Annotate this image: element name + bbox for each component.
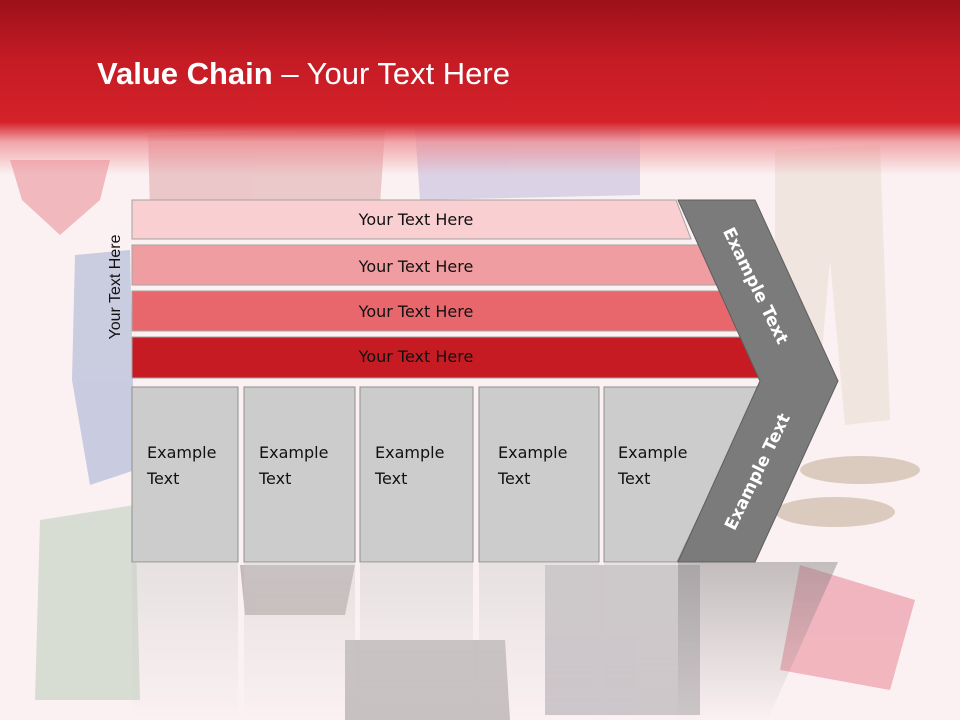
bar-3-label: Your Text Here [358,302,474,321]
box-3-line2: Text [374,469,407,488]
bar-2-label: Your Text Here [358,257,474,276]
box-2 [243,386,356,563]
box-3-line1: Example [375,443,444,462]
slide-title: Value Chain – Your Text Here [97,52,510,96]
title-rest: – Your Text Here [272,56,510,91]
title-band [0,0,960,175]
reflection-chevron [678,562,838,720]
box-4-line2: Text [497,469,530,488]
shoe-icon [800,456,920,484]
bar-1 [131,199,692,240]
briefs-icon [10,160,110,235]
box-4-line1: Example [498,443,567,462]
shoe-icon-2 [775,497,895,527]
reflection [132,562,838,720]
box-1-line1: Example [147,443,216,462]
reflection-box-4 [479,562,599,720]
bar-1-label: Your Text Here [358,210,474,229]
reflection-box-2 [244,562,355,720]
box-5-line1: Example [618,443,687,462]
box-1-line2: Text [146,469,179,488]
reflection-box-1 [132,562,238,720]
blue-jacket-icon [72,250,135,485]
box-1 [131,386,239,563]
box-5-line2: Text [617,469,650,488]
title-bold: Value Chain [97,56,273,91]
box-3 [359,386,474,563]
green-jacket-icon [35,505,140,700]
box-2-line1: Example [259,443,328,462]
box-2-line2: Text [258,469,291,488]
reflection-box-3 [360,562,473,720]
box-4 [478,386,600,563]
bar-4-label: Your Text Here [358,347,474,366]
